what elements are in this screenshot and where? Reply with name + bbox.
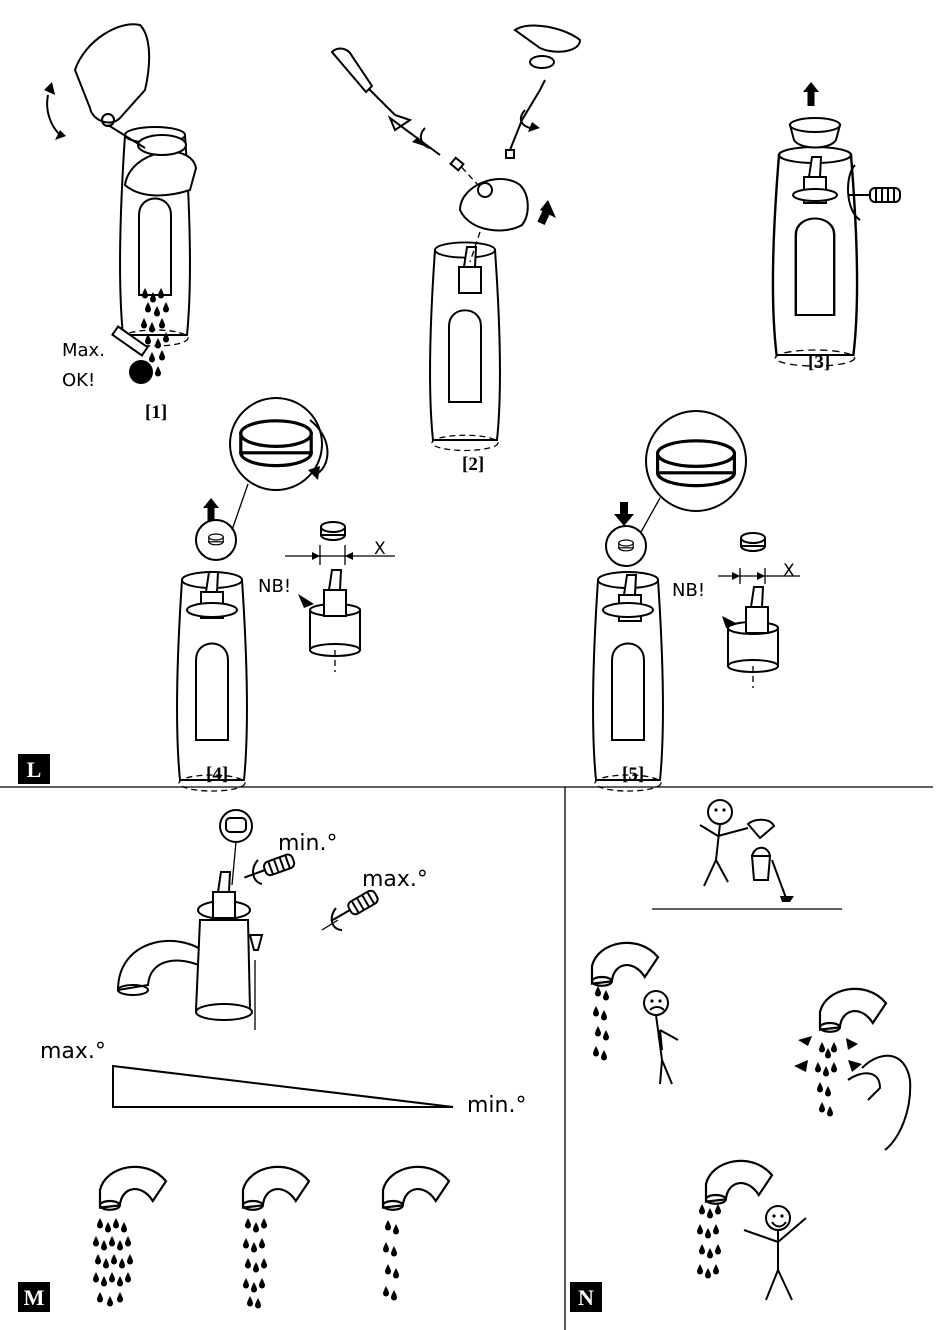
nb-label-step4: NB! — [258, 576, 291, 597]
section-label-m: M — [24, 1285, 45, 1310]
step-5-figure — [591, 410, 800, 792]
happy-faucet — [697, 1159, 807, 1301]
step-3-figure — [771, 82, 901, 368]
cleaning-figure — [652, 799, 842, 910]
step-2-figure — [330, 24, 582, 452]
aerator-cleaning-faucet — [794, 987, 912, 1151]
step-1-label: [1] — [145, 402, 167, 423]
section-badge-n — [570, 1282, 602, 1312]
max-label: Max. — [62, 340, 105, 361]
step-2-label: [2] — [462, 454, 484, 475]
flow-wedge — [112, 1064, 454, 1108]
section-label-l: L — [27, 757, 42, 782]
x-label-step5: X — [783, 561, 795, 581]
step-5-label: [5] — [622, 764, 644, 785]
ok-label: OK! — [62, 370, 95, 391]
section-badge-l — [18, 754, 50, 784]
section-label-n: N — [578, 1285, 594, 1310]
min-label-m: min.° — [278, 831, 337, 856]
nb-label-step5: NB! — [672, 580, 705, 601]
section-badge-m — [18, 1282, 50, 1312]
max-label-wedge: max.° — [40, 1039, 106, 1064]
step-1-figure — [44, 23, 198, 384]
step-4-figure — [175, 397, 395, 792]
spout-mid-flow — [241, 1165, 311, 1309]
section-m-faucet — [116, 809, 381, 1030]
spout-min-flow — [381, 1165, 451, 1301]
x-label-step4: X — [374, 539, 386, 559]
spout-max-flow — [93, 1165, 168, 1307]
max-label-m: max.° — [362, 867, 428, 892]
step-3-label: [3] — [808, 352, 830, 373]
min-label-wedge: min.° — [467, 1093, 526, 1118]
step-4-label: [4] — [206, 764, 228, 785]
sad-faucet — [590, 941, 679, 1085]
